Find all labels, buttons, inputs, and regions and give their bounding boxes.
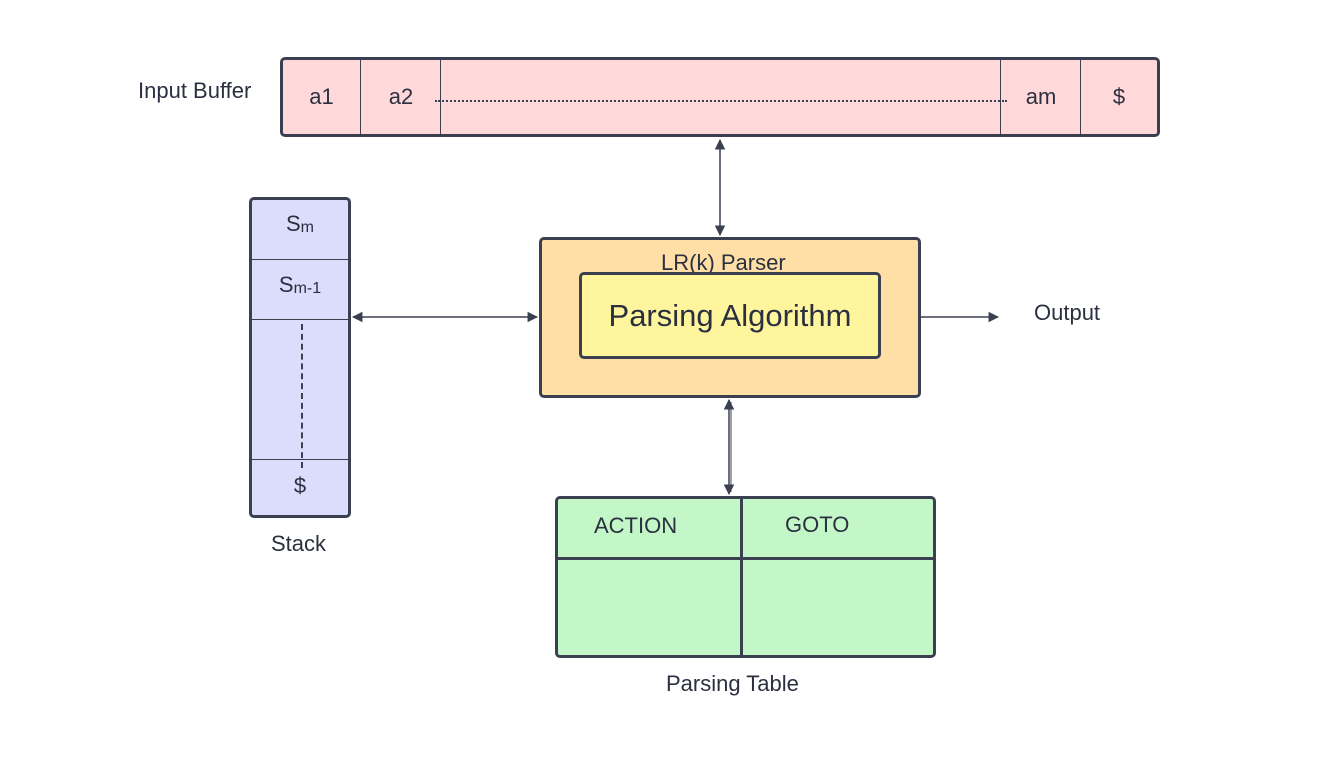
parsing-algorithm-label: Parsing Algorithm — [608, 297, 852, 333]
stack-continuation-dashes — [301, 324, 303, 468]
output-label: Output — [1034, 300, 1101, 325]
stack-bottom-marker: $ — [293, 473, 307, 498]
stack-divider — [252, 319, 348, 320]
input-buffer: a1 a2 am $ — [280, 57, 1160, 137]
parsing-table: ACTION GOTO — [555, 496, 936, 658]
buffer-ellipsis-dots — [435, 100, 1007, 102]
stack-item-top-sub: m — [300, 219, 314, 236]
lr-parser-label: LR(k) Parser — [661, 250, 786, 275]
buffer-divider — [440, 60, 441, 134]
parsing-algorithm-box: Parsing Algorithm — [579, 272, 881, 359]
buffer-cell-end-marker: $ — [1112, 84, 1126, 109]
buffer-cell-am: am — [1001, 60, 1081, 134]
buffer-divider — [1080, 60, 1081, 134]
table-header-divider — [558, 557, 933, 560]
buffer-cell-a1: a1 — [309, 84, 334, 109]
stack-item-top-base: S — [285, 211, 301, 236]
buffer-cell-am-text: am — [1025, 84, 1057, 109]
buffer-divider — [360, 60, 361, 134]
stack-item-second-base: S — [278, 272, 294, 297]
stack-divider — [252, 459, 348, 460]
table-header-goto: GOTO — [785, 512, 850, 537]
table-column-divider — [740, 499, 743, 655]
stack-divider — [252, 259, 348, 260]
stack-label: Stack — [271, 531, 327, 556]
stack-item-top: Sm — [252, 211, 348, 237]
input-buffer-label: Input Buffer — [138, 78, 252, 103]
stack: Sm Sm-1 $ — [249, 197, 351, 518]
buffer-divider — [1000, 60, 1001, 134]
stack-item-second-sub: m-1 — [293, 280, 322, 297]
stack-item-second: Sm-1 — [252, 272, 348, 298]
buffer-cell-a2: a2 — [388, 84, 414, 109]
parsing-table-label: Parsing Table — [666, 671, 799, 696]
table-header-action: ACTION — [594, 513, 678, 538]
